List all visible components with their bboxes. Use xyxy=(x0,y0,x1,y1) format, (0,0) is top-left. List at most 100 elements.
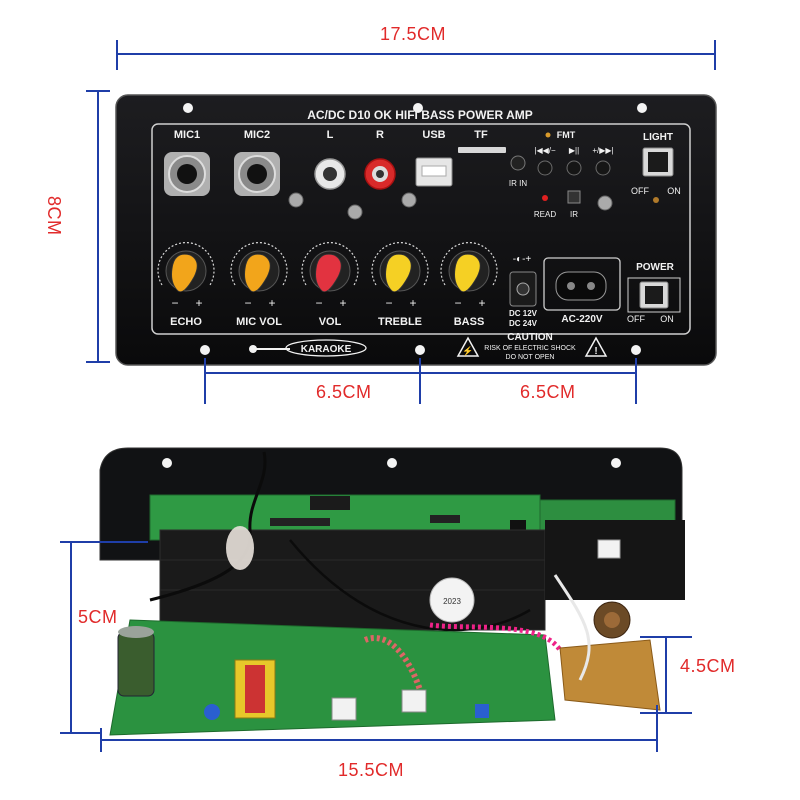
bottom-height-label: 5CM xyxy=(78,607,118,627)
tf-label: TF xyxy=(474,129,488,141)
knob-plus-label: + xyxy=(409,296,416,310)
date-sticker xyxy=(429,577,475,623)
karaoke-logo: KARAOKE xyxy=(249,339,367,357)
knob-plus-label: + xyxy=(195,296,202,310)
power-label: POWER xyxy=(636,262,675,273)
right-heat-sink xyxy=(545,520,685,600)
knob-label: ECHO xyxy=(170,316,202,328)
dc-power-jack[interactable] xyxy=(509,271,537,307)
screw xyxy=(347,204,363,220)
knob-minus-label: − xyxy=(244,296,251,310)
mic2-jack[interactable] xyxy=(234,152,280,196)
mic1-label: MIC1 xyxy=(174,129,200,141)
cable xyxy=(289,539,531,632)
top-width-tick-left xyxy=(116,40,118,70)
knob-label: MIC VOL xyxy=(236,316,282,328)
bottom-height-tick-top xyxy=(60,541,148,543)
power-pcb xyxy=(109,619,556,736)
ac-label: AC-220V xyxy=(561,314,602,325)
ribbon-cable xyxy=(429,622,563,652)
ac-power-socket[interactable] xyxy=(555,271,607,301)
ic-chip xyxy=(310,496,350,510)
next-button[interactable] xyxy=(595,160,611,176)
mount-hole xyxy=(162,458,172,468)
mic1-jack[interactable] xyxy=(164,152,210,196)
rca-right-label: R xyxy=(376,129,384,141)
rca-left-jack[interactable] xyxy=(314,158,346,190)
top-height-line xyxy=(97,90,99,363)
light-led xyxy=(653,197,659,203)
knob-label: TREBLE xyxy=(378,316,422,328)
hole-spacing-line xyxy=(204,372,637,374)
warning-exclamation-icon: ! xyxy=(584,336,608,357)
cable xyxy=(149,451,267,602)
ir-sensor xyxy=(567,190,581,204)
hole-spacing-left-leg xyxy=(204,358,206,404)
sticker-text: 2023 xyxy=(443,597,461,606)
mount-hole xyxy=(413,103,423,113)
power-switch-frame xyxy=(627,277,681,313)
knob-plus-label: + xyxy=(339,296,346,310)
heat-sink xyxy=(159,529,546,631)
knob-minus-label: − xyxy=(171,296,178,310)
panel-inner-frame xyxy=(151,123,691,335)
read-led xyxy=(542,195,548,201)
play-button[interactable] xyxy=(566,160,582,176)
knob-label: BASS xyxy=(454,316,485,328)
knob-bass[interactable] xyxy=(440,242,498,293)
knob-minus-label: − xyxy=(315,296,322,310)
screw xyxy=(401,192,417,208)
bottom-width-tick-left xyxy=(100,728,102,752)
knob-label: VOL xyxy=(319,316,342,328)
top-width-tick-right xyxy=(714,40,716,70)
blue-potentiometer xyxy=(475,704,489,718)
ir-in-label: IR IN xyxy=(509,179,527,188)
prev-button[interactable] xyxy=(537,160,553,176)
bottom-width-tick-right xyxy=(656,705,658,752)
light-off-label: OFF xyxy=(631,186,649,196)
rca-right-jack[interactable] xyxy=(364,158,396,190)
power-on-label: ON xyxy=(660,314,674,324)
top-height-tick-top xyxy=(86,90,110,92)
bottom-height-tick-bottom xyxy=(60,732,102,734)
light-on-label: ON xyxy=(667,186,681,196)
white-connector xyxy=(401,689,427,713)
caution-line2: DO NOT OPEN xyxy=(506,354,555,361)
rotary-board xyxy=(559,639,661,711)
dc-symbol: -◐-+ xyxy=(513,254,532,265)
screw xyxy=(597,195,613,211)
knob-vol[interactable] xyxy=(301,242,359,293)
warning-triangle-icon: ⚡ xyxy=(456,336,480,357)
rear-pcb-image: 2023 xyxy=(99,447,685,736)
power-off-label: OFF xyxy=(627,314,645,324)
ir-label: IR xyxy=(570,210,578,219)
top-height-label: 8CM xyxy=(44,196,64,236)
play-label: ▶|| xyxy=(569,146,579,155)
knob-treble[interactable] xyxy=(371,242,429,293)
fmt-led xyxy=(545,132,551,138)
hole-spacing-mid-leg xyxy=(419,358,421,404)
knob-row: −+ECHO−+MIC VOL−+VOL−+TREBLE−+BASS xyxy=(157,242,498,328)
mic2-label: MIC2 xyxy=(244,129,270,141)
board-height-tick-top xyxy=(640,636,692,638)
next-label: +/▶▶| xyxy=(592,146,613,155)
top-width-line xyxy=(116,53,716,55)
hole-spacing-right-leg xyxy=(635,358,637,404)
mount-hole xyxy=(200,345,210,355)
white-plug xyxy=(597,539,621,559)
tf-slot[interactable] xyxy=(458,147,506,153)
bottom-width-line xyxy=(100,739,658,741)
light-label: LIGHT xyxy=(643,132,673,143)
knob-echo[interactable] xyxy=(157,242,215,293)
mount-hole xyxy=(611,458,621,468)
mount-hole xyxy=(637,103,647,113)
ribbon-cable xyxy=(363,635,423,691)
ir-in-jack[interactable] xyxy=(510,155,526,171)
mount-hole xyxy=(183,103,193,113)
glue-blob xyxy=(226,526,254,570)
dc-label-1: DC 12V xyxy=(509,309,538,318)
mount-hole xyxy=(387,458,397,468)
ac-socket-frame xyxy=(543,257,621,311)
svg-text:⚡: ⚡ xyxy=(462,345,473,357)
knob-mic-vol[interactable] xyxy=(230,242,288,293)
